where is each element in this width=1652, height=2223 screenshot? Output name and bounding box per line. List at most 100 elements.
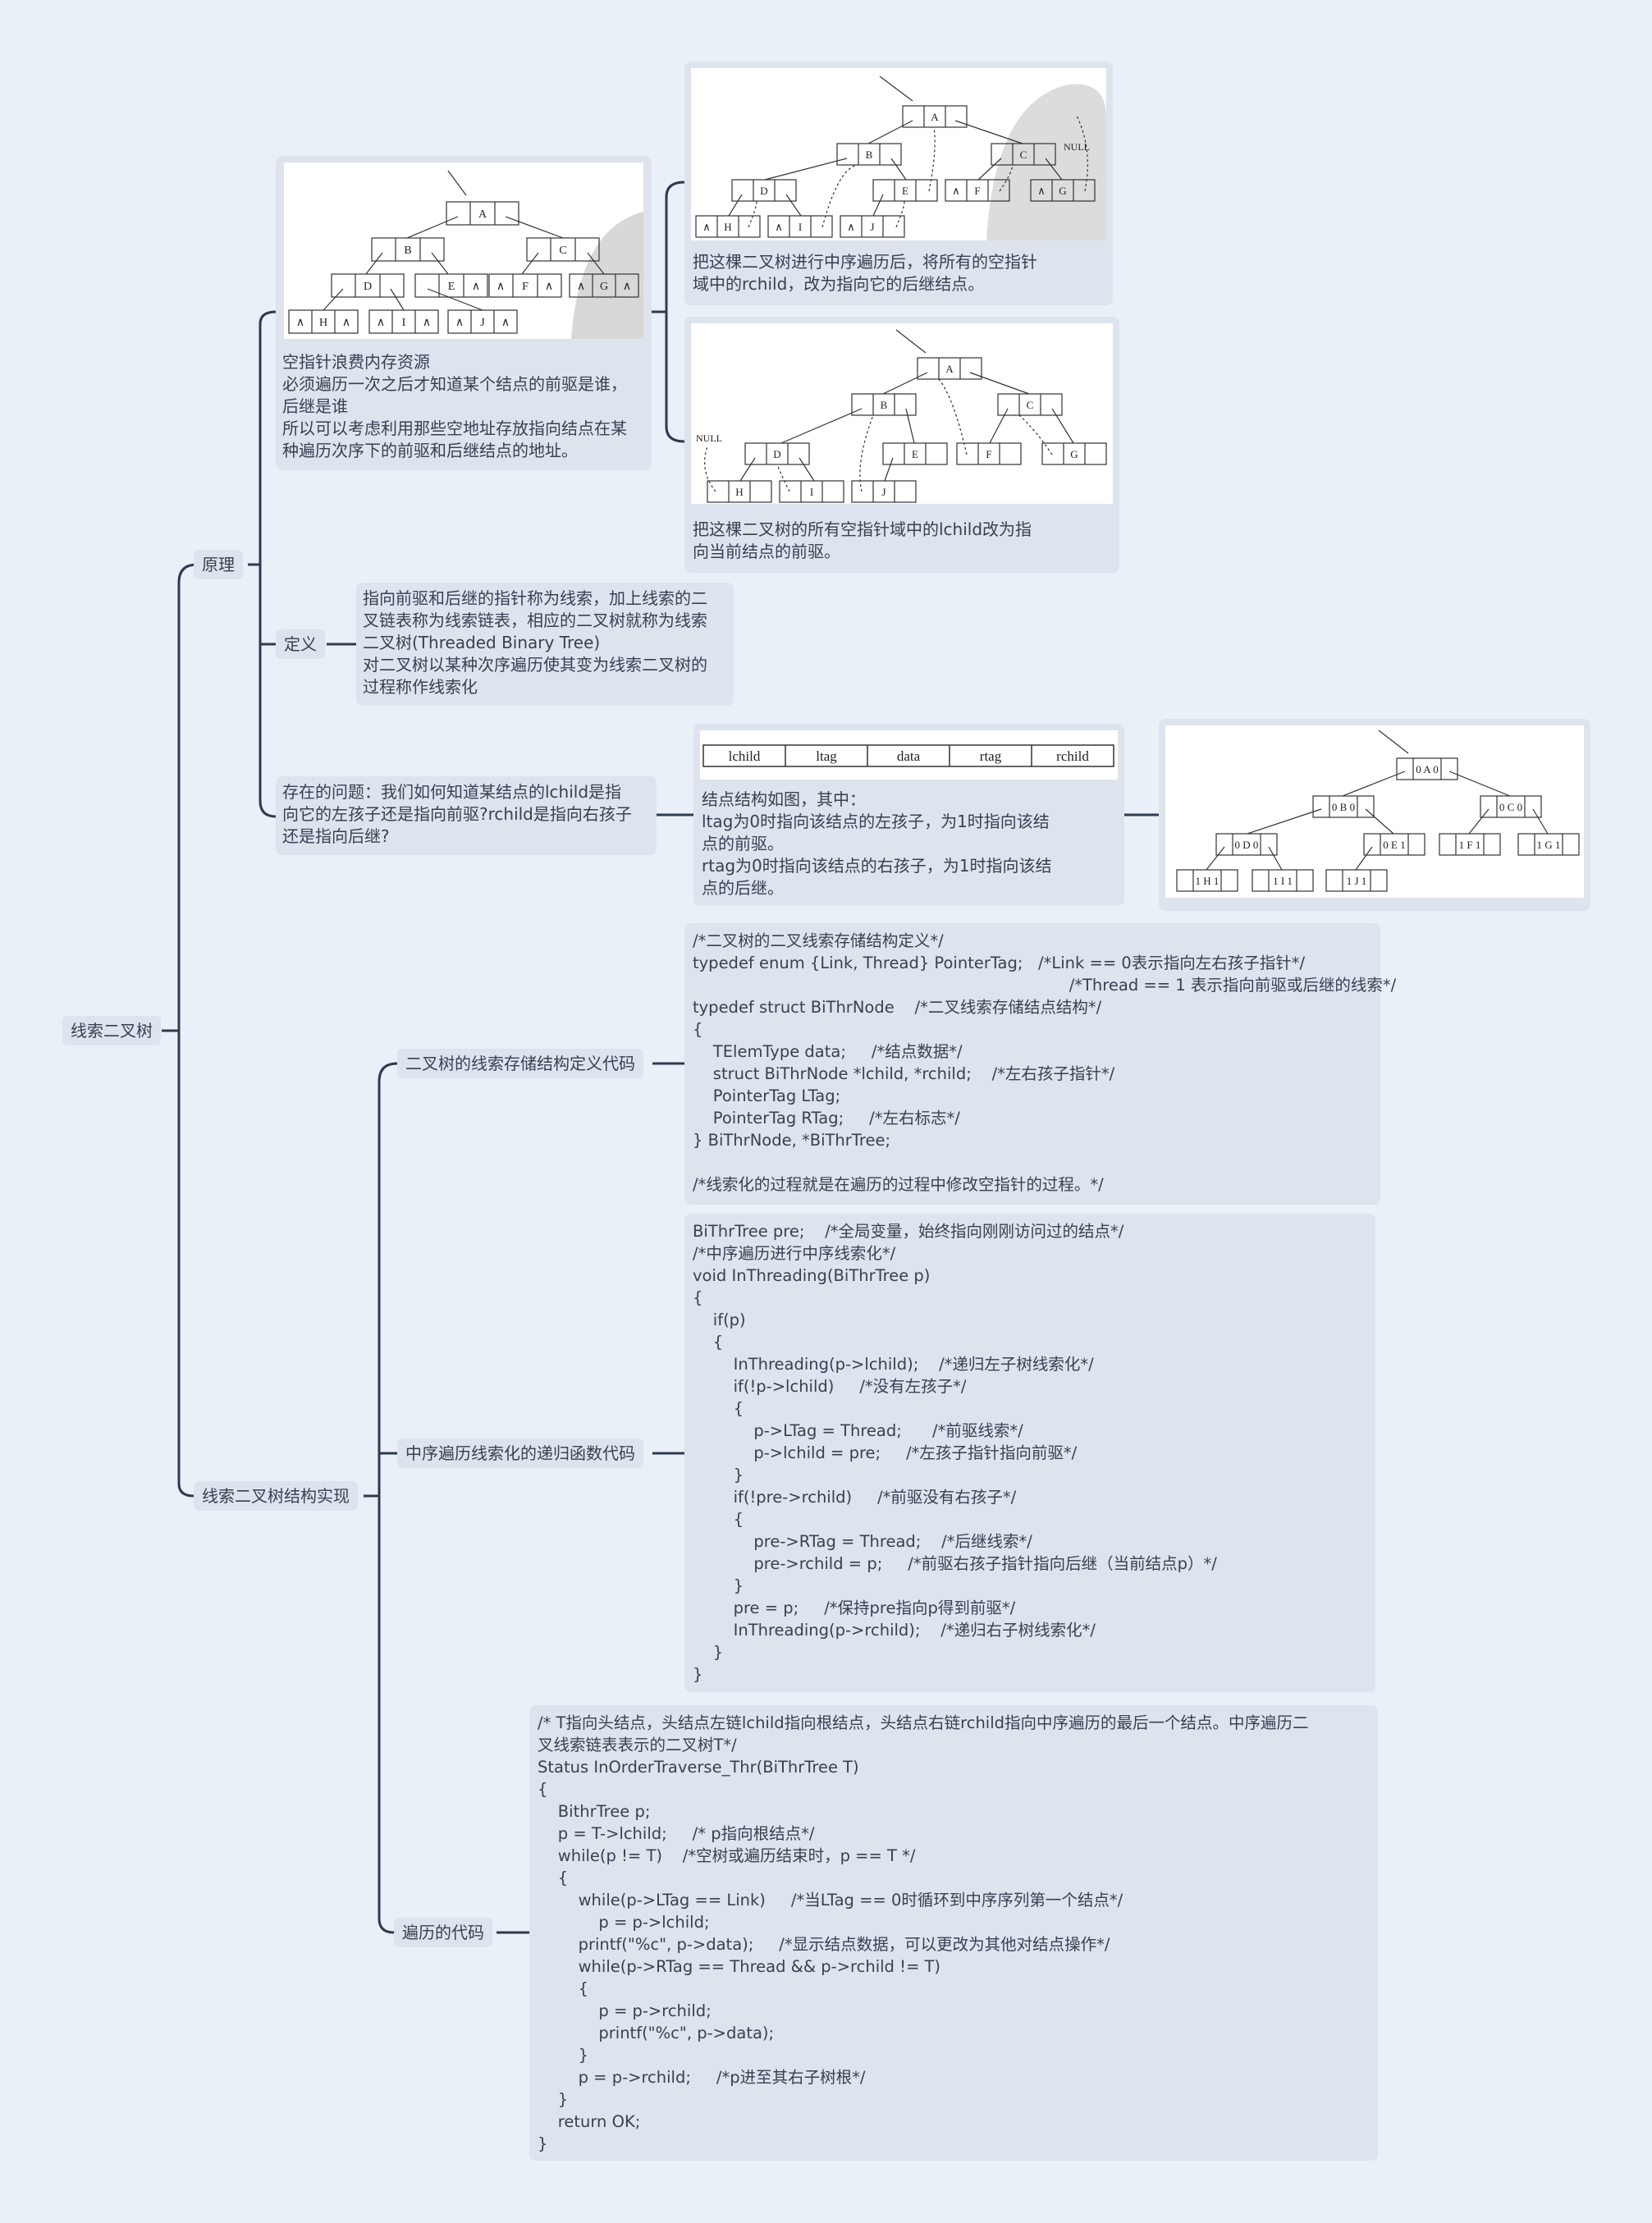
null-wedge: ∧ — [545, 281, 553, 293]
null-wedge: ∧ — [472, 281, 480, 293]
struct-card[interactable]: lchild ltag data rtag rchild 结点结构如图，其中： … — [693, 724, 1124, 906]
null-wedge: ∧ — [847, 221, 855, 233]
diagram-b-caption: 把这棵二叉树的所有空指针域中的lchild改为指 向当前结点的前驱。 — [693, 519, 1032, 561]
tree-node-D: D — [364, 281, 372, 293]
tree-node-G: G — [1059, 185, 1066, 197]
thread-node-F: 1 F 1 — [1459, 839, 1481, 851]
null-wedge: ∧ — [423, 317, 431, 329]
null-wedge: ∧ — [501, 317, 510, 329]
rchild-thread-tree-image: A B C D E F G H I J NULL ∧ ∧ ∧ ∧ ∧ — [691, 68, 1106, 240]
tree-node-I: I — [799, 221, 802, 233]
threading-code: BiThrTree pre; /*全局变量，始终指向刚刚访问过的结点*/ /*中… — [693, 1222, 1217, 1684]
tree-node-E: E — [912, 448, 918, 460]
field-rchild: rchild — [1056, 748, 1089, 764]
problem-topic[interactable]: 存在的问题：我们如何知道某结点的lchild是指 向它的左孩子还是指向前驱?rc… — [276, 776, 657, 855]
null-label: NULL — [696, 432, 722, 444]
tree-node-C: C — [1027, 399, 1034, 411]
field-rtag: rtag — [980, 748, 1002, 764]
definition-text-card[interactable]: 指向前驱和后继的指针称为线索，加上线索的二 叉链表称为线索链表，相应的二叉树就称… — [356, 583, 734, 706]
field-data: data — [897, 748, 921, 764]
null-wedge: ∧ — [623, 281, 631, 293]
thread-node-H: 1 H 1 — [1196, 875, 1220, 887]
null-wedge: ∧ — [1037, 185, 1046, 197]
thread-node-E: 0 E 1 — [1383, 839, 1405, 851]
field-lchild: lchild — [729, 748, 761, 764]
definition-code-card[interactable]: /*二叉树的二叉线索存储结构定义*/ typedef enum {Link, T… — [684, 923, 1397, 1205]
tree-node-F: F — [986, 448, 991, 460]
tree-node-I: I — [402, 317, 406, 329]
null-wedge: ∧ — [296, 317, 304, 329]
tree-node-H: H — [735, 486, 743, 498]
binary-tree-image: A B C D E F G H I J ∧ ∧ ∧ ∧ ∧ ∧ ∧ ∧ ∧ ∧ — [284, 162, 643, 339]
lchild-thread-tree-image: A B C D E F G H I J NULL — [691, 323, 1113, 504]
tree-node-H: H — [724, 221, 731, 233]
threading-code-topic[interactable]: 中序遍历线索化的递归函数代码 — [397, 1439, 643, 1468]
definition-text: 指向前驱和后继的指针称为线索，加上线索的二 叉链表称为线索链表，相应的二叉树就称… — [363, 588, 707, 697]
lchild-thread-tree-diagram: A B C D E F G H I J NULL — [696, 329, 1107, 503]
thread-node-A: 0 A 0 — [1416, 763, 1438, 775]
traverse-code-topic[interactable]: 遍历的代码 — [394, 1918, 492, 1947]
root-topic[interactable]: 线索二叉树 — [62, 1016, 161, 1045]
struct-caption: 结点结构如图，其中： ltag为0时指向该结点的左孩子，为1时指向该结 点的前驱… — [702, 789, 1052, 898]
thread-node-B: 0 B 0 — [1332, 801, 1355, 813]
tree-node-B: B — [404, 245, 411, 257]
problem-text: 存在的问题：我们如何知道某结点的lchild是指 向它的左孩子还是指向前驱?rc… — [282, 782, 632, 846]
threaded-tree-image: 0 A 0 0 B 0 0 C 0 0 D 0 0 E 1 1 F 1 1 G … — [1165, 725, 1584, 898]
thread-node-C: 0 C 0 — [1499, 801, 1522, 813]
null-wedge: ∧ — [775, 221, 783, 233]
thread-node-G: 1 G 1 — [1537, 839, 1561, 851]
field-ltag: ltag — [816, 748, 837, 764]
struct-fields-image: lchild ltag data rtag rchild — [700, 730, 1118, 780]
tree-node-J: J — [881, 486, 885, 498]
null-wedge: ∧ — [377, 317, 385, 329]
null-wedge: ∧ — [342, 317, 350, 329]
tree-node-J: J — [480, 317, 485, 329]
definition-topic[interactable]: 定义 — [276, 629, 325, 659]
definition-code-topic[interactable]: 二叉树的线索存储结构定义代码 — [397, 1049, 643, 1078]
traverse-code-card[interactable]: /* T指向头结点，头结点左链lchild指向根结点，头结点右链rchild指向… — [529, 1705, 1378, 2161]
thread-node-I: 1 I 1 — [1273, 875, 1293, 887]
principle-topic[interactable]: 原理 — [194, 550, 243, 579]
tree-node-B: B — [866, 149, 873, 161]
null-wedge: ∧ — [702, 221, 711, 233]
tree-node-A: A — [931, 111, 939, 123]
tree-node-J: J — [870, 221, 874, 233]
tree-node-D: D — [760, 185, 767, 197]
tree-node-E: E — [902, 185, 908, 197]
threaded-tree-diagram: 0 A 0 0 B 0 0 C 0 0 D 0 0 E 1 1 F 1 1 G … — [1176, 730, 1580, 892]
binary-tree-diagram: A B C D E F G H I J ∧ ∧ ∧ ∧ ∧ ∧ ∧ ∧ ∧ ∧ — [288, 170, 643, 339]
tree-node-A: A — [478, 208, 487, 221]
tree-node-H: H — [319, 317, 327, 329]
tree-node-G: G — [1070, 448, 1078, 460]
tree-node-C: C — [559, 245, 566, 257]
diagram-b-card[interactable]: A B C D E F G H I J NULL 把这棵二叉树的所有空指针域中的… — [684, 317, 1119, 573]
principle-note[interactable]: A B C D E F G H I J ∧ ∧ ∧ ∧ ∧ ∧ ∧ ∧ ∧ ∧ — [276, 156, 652, 470]
thread-node-J: 1 J 1 — [1347, 875, 1367, 887]
tree-node-E: E — [448, 281, 455, 293]
null-wedge: ∧ — [577, 281, 585, 293]
tree-node-I: I — [810, 486, 813, 498]
diagram-a-caption: 把这棵二叉树进行中序遍历后，将所有的空指针 域中的rchild，改为指向它的后继… — [693, 252, 1037, 294]
null-label: NULL — [1064, 141, 1090, 153]
definition-code: /*二叉树的二叉线索存储结构定义*/ typedef enum {Link, T… — [693, 931, 1397, 1194]
struct-fields-diagram: lchild ltag data rtag rchild — [702, 744, 1114, 767]
null-wedge: ∧ — [455, 317, 464, 329]
rchild-thread-tree-diagram: A B C D E F G H I J NULL ∧ ∧ ∧ ∧ ∧ — [695, 75, 1106, 240]
tree-node-C: C — [1020, 149, 1027, 161]
principle-note-text: 空指针浪费内存资源 必须遍历一次之后才知道某个结点的前驱是谁， 后继是谁 所以可… — [282, 352, 627, 460]
tree-node-G: G — [600, 281, 608, 293]
implementation-topic[interactable]: 线索二叉树结构实现 — [194, 1481, 358, 1511]
tree-node-D: D — [773, 448, 780, 460]
null-wedge: ∧ — [497, 281, 505, 293]
thread-node-D: 0 D 0 — [1235, 839, 1259, 851]
threaded-tree-card[interactable]: 0 A 0 0 B 0 0 C 0 0 D 0 0 E 1 1 F 1 1 G … — [1159, 719, 1590, 911]
tree-node-F: F — [522, 281, 529, 293]
traverse-code: /* T指向头结点，头结点左链lchild指向根结点，头结点右链rchild指向… — [538, 1713, 1309, 2153]
tree-node-B: B — [881, 399, 888, 411]
tree-node-A: A — [945, 363, 954, 375]
diagram-a-card[interactable]: A B C D E F G H I J NULL ∧ ∧ ∧ ∧ ∧ 把这棵二叉… — [684, 62, 1113, 305]
tree-node-F: F — [974, 185, 980, 197]
null-wedge: ∧ — [952, 185, 960, 197]
threading-code-card[interactable]: BiThrTree pre; /*全局变量，始终指向刚刚访问过的结点*/ /*中… — [684, 1214, 1375, 1692]
